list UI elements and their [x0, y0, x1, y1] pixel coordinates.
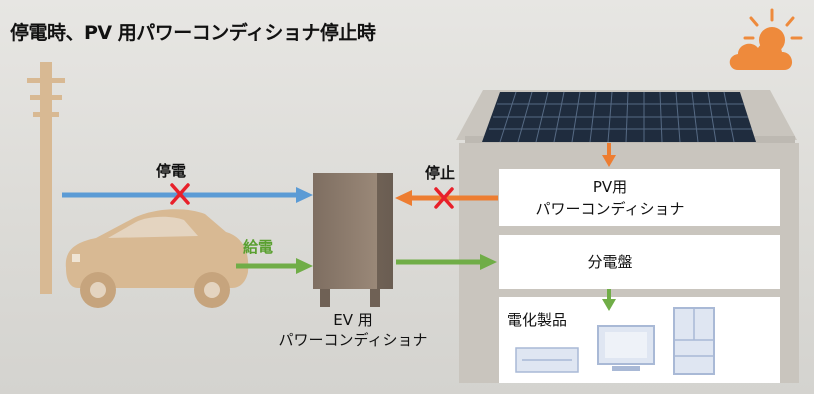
appliances-label: 電化製品	[507, 311, 568, 329]
sun-cloud-icon	[729, 8, 803, 70]
distribution-board-box	[499, 235, 780, 289]
distribution-board-label: 分電盤	[587, 253, 633, 271]
pv-stopped-arrow	[395, 190, 498, 206]
stop-cross-icon	[434, 187, 454, 209]
solar-panel-icon	[482, 91, 756, 143]
ev-pcs-label-line2: パワーコンディショナ	[278, 331, 428, 349]
tv-icon	[597, 325, 655, 371]
page-title: 停電時、PV 用パワーコンディショナ停止時	[10, 22, 376, 44]
utility-pole-icon	[27, 62, 65, 294]
ev-pcs-unit	[313, 173, 393, 307]
electric-car-icon	[65, 209, 249, 308]
pv-pcs-box	[499, 169, 780, 226]
pv-pcs-label-line1: PV用	[592, 178, 628, 196]
panel-to-pcs-arrow	[602, 143, 616, 167]
pv-pcs-label-line2: パワーコンディショナ	[535, 200, 685, 218]
outage-label: 停電	[156, 162, 187, 180]
refrigerator-icon	[673, 307, 715, 375]
supply-label: 給電	[243, 238, 274, 256]
board-to-appliances-arrow	[602, 289, 616, 311]
stop-label: 停止	[425, 164, 456, 182]
outage-cross-icon	[170, 183, 190, 205]
av-deck-icon	[515, 347, 579, 373]
ev-pcs-label-line1: EV 用	[333, 311, 373, 329]
car-supply-arrow	[236, 258, 313, 274]
pcs-to-board-arrow	[396, 254, 497, 270]
